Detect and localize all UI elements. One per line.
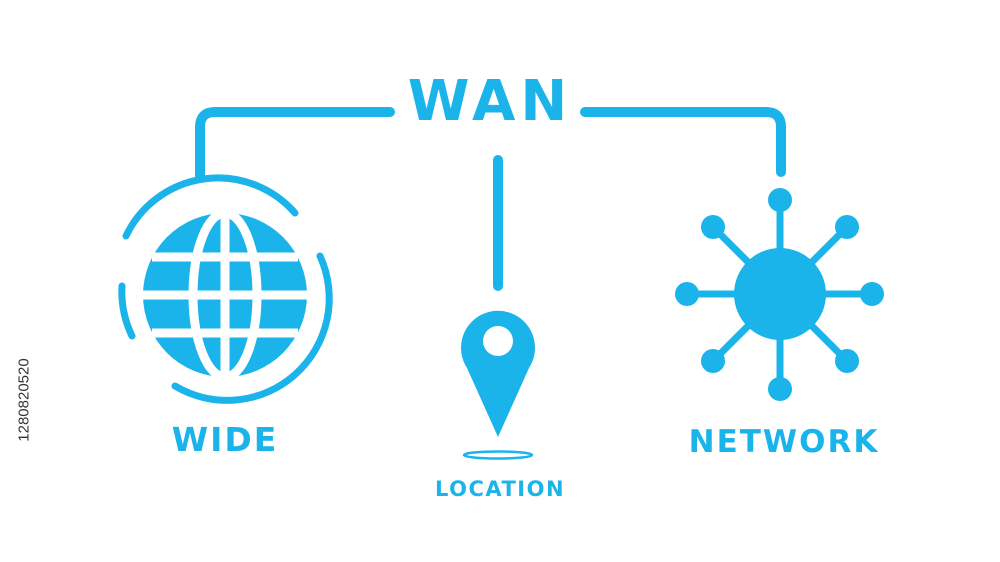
network-hub-icon [675, 188, 884, 401]
stock-image-id: 1280820520 [4, 300, 44, 500]
location-pin-icon [461, 310, 535, 460]
stock-image-id-text: 1280820520 [15, 358, 33, 442]
label-network: NETWORK [688, 424, 880, 460]
connector-right [580, 107, 786, 177]
diagram-title: WAN [407, 69, 573, 134]
label-location: LOCATION [434, 477, 566, 501]
label-wide: WIDE [171, 420, 279, 459]
globe-icon [118, 174, 333, 404]
connector-left [195, 107, 395, 180]
